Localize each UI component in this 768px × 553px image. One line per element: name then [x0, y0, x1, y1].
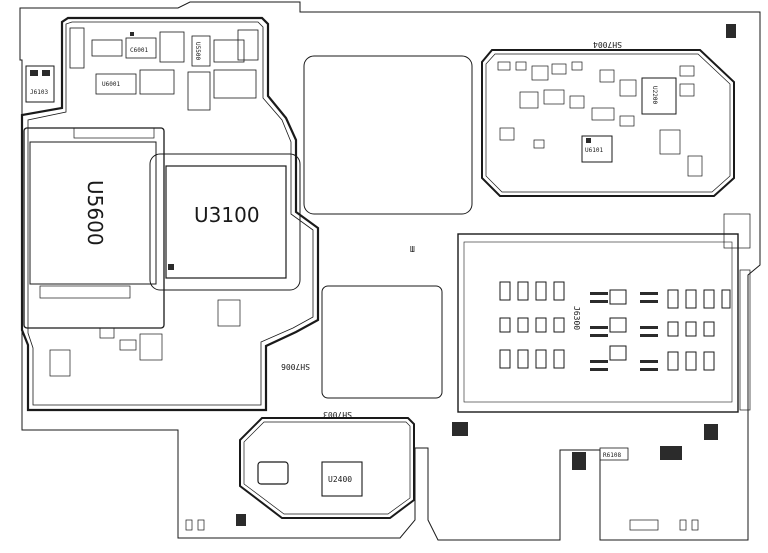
j6300-label: J6300 [572, 306, 581, 330]
j6300-inner [463, 241, 733, 403]
misc-components [39, 127, 751, 531]
keepout-top [303, 55, 473, 215]
c6001-label: C6001 [130, 47, 148, 54]
u5600-region [29, 141, 157, 285]
top-strip-components [69, 27, 259, 111]
u3100-label: U3100 [194, 203, 260, 227]
board-outline [19, 1, 761, 541]
u3100-keepout [149, 153, 301, 291]
sh7003-label: SH7003 [323, 410, 352, 419]
r6108-label: R6108 [603, 452, 621, 459]
u6001-label: U6001 [102, 81, 120, 88]
pad-cluster [130, 24, 736, 526]
bottom-chip-small [257, 461, 289, 485]
sh7004-label: SH7004 [593, 40, 622, 49]
keepout-bottom [321, 285, 443, 399]
u6101-label: U6101 [585, 147, 603, 154]
shield-sh7004 [481, 49, 735, 197]
j6300-bars [590, 292, 658, 371]
u5500-label: U5500 [194, 42, 201, 60]
j6103-label: J6103 [30, 89, 48, 96]
j6103-outline [25, 65, 55, 103]
shield-sh7003-inner [243, 421, 411, 515]
shield-sh7003 [239, 417, 415, 519]
u5600-label: U5600 [83, 180, 107, 246]
u6101-package [581, 135, 613, 163]
j6103-pad-2 [42, 70, 50, 76]
mi-logo-icon: Ш [410, 245, 415, 254]
u3100-package [165, 165, 287, 279]
sh7006-label: SH7006 [281, 362, 310, 371]
j6300-outline [457, 233, 739, 413]
sh7004-components [497, 61, 703, 177]
r6108-body [599, 447, 629, 461]
u2200-package [641, 77, 677, 115]
shield-top-left [20, 16, 320, 412]
shield-top-left-inner [27, 21, 314, 406]
u2400-label: U2400 [328, 475, 352, 484]
u2400-package [321, 461, 363, 497]
j6300-contacts [499, 281, 731, 371]
j6103-pad-1 [30, 70, 38, 76]
u2200-label: U2200 [651, 86, 658, 104]
shield-sh7004-inner [485, 53, 731, 193]
